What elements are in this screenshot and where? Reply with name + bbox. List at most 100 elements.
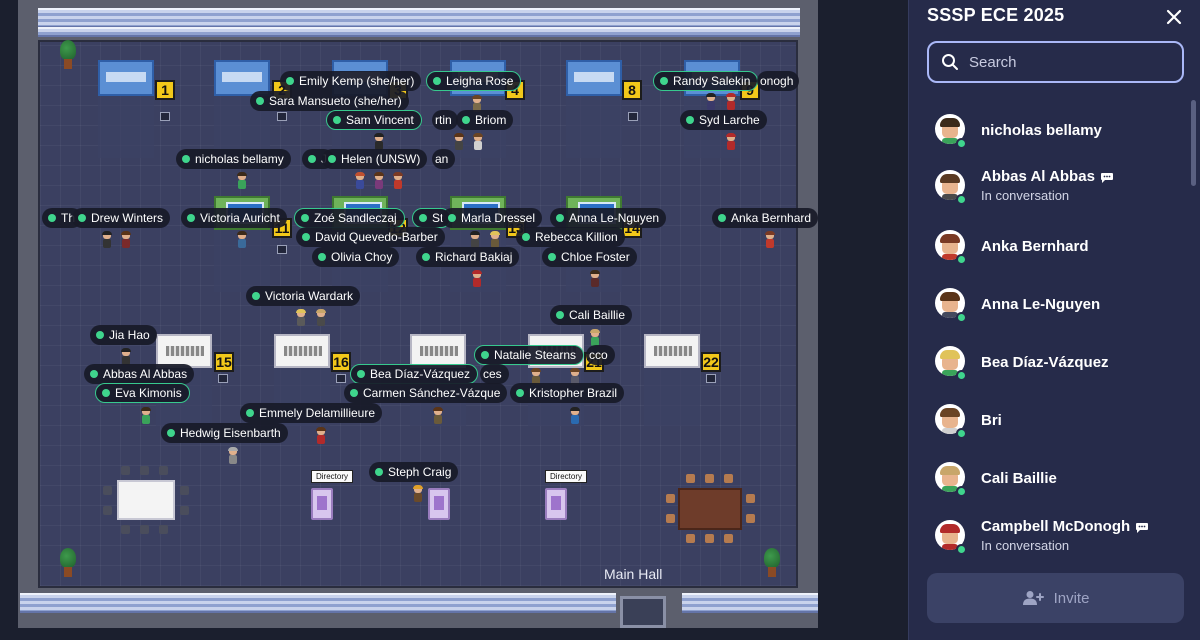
poster-screen[interactable] [566,60,622,96]
participant-row[interactable]: Bea Díaz-Vázquez [927,340,1185,390]
poster-screen[interactable] [214,60,270,96]
user-name-tag[interactable]: Anna Le-Nguyen [550,208,667,228]
main-hall-door[interactable] [620,596,666,628]
user-name-tag[interactable]: Kristopher Brazil [510,383,625,403]
user-name-tag[interactable]: Syd Larche [680,110,767,130]
user-name-tag[interactable]: Abbas Al Abbas [84,364,195,384]
poster-board[interactable] [644,334,700,368]
avatar[interactable] [470,231,480,248]
avatar[interactable] [374,133,384,150]
avatar[interactable] [765,231,775,248]
poster-board[interactable] [410,334,466,368]
user-name-tag[interactable]: nicholas bellamy [176,149,291,169]
user-name-tag[interactable]: Helen (UNSW) [322,149,428,169]
computer-icon[interactable] [336,374,346,383]
directory-kiosk[interactable] [311,488,333,520]
avatar[interactable] [102,231,112,248]
poster-screen[interactable] [98,60,154,96]
participant-row[interactable]: Anka Bernhard [927,224,1185,274]
avatar[interactable] [726,93,736,110]
avatar[interactable] [490,231,500,248]
user-name-tag[interactable]: Emily Kemp (she/her) [280,71,422,91]
user-name-tag[interactable]: Jia Hao [90,325,157,345]
avatar[interactable] [374,172,384,189]
poster-board[interactable] [156,334,212,368]
avatar[interactable] [316,427,326,444]
user-name-tag[interactable]: Sara Mansueto (she/her) [250,91,409,111]
avatar[interactable] [237,231,247,248]
user-name-tag[interactable]: Briom [456,110,514,130]
user-name-tag[interactable]: Randy Salekin [653,71,759,91]
user-name-tag-partial[interactable]: ces [480,364,509,384]
user-name-tag[interactable]: Natalie Stearns [474,345,585,365]
user-name-tag[interactable]: Victoria Wardark [246,286,361,306]
avatar[interactable] [590,329,600,346]
avatar[interactable] [570,407,580,424]
user-name-tag[interactable]: Leigha Rose [426,71,522,91]
computer-icon[interactable] [277,112,287,121]
meeting-table[interactable] [678,488,742,530]
participant-row[interactable]: Cali Baillie [927,456,1185,506]
participant-row[interactable]: Anna Le-Nguyen [927,282,1185,332]
user-name-tag-partial[interactable]: an [432,149,456,169]
user-name-tag[interactable]: Zoé Sandleczaj [294,208,405,228]
directory-kiosk[interactable] [545,488,567,520]
avatar[interactable] [413,485,423,502]
scrollbar[interactable] [1191,100,1196,186]
avatar[interactable] [531,368,541,385]
participant-row[interactable]: Bri [927,398,1185,448]
participant-row[interactable]: nicholas bellamy [927,108,1185,158]
avatar[interactable] [228,447,238,464]
avatar[interactable] [237,172,247,189]
user-name-tag[interactable]: Emmely Delamillieure [240,403,383,423]
user-name-tag[interactable]: Marla Dressel [442,208,543,228]
user-name-tag[interactable]: Carmen Sánchez-Vázque [344,383,508,403]
computer-icon[interactable] [628,112,638,121]
avatar[interactable] [141,407,151,424]
avatar[interactable] [316,309,326,326]
user-name-tag[interactable]: Bea Díaz-Vázquez [350,364,479,384]
user-name-tag[interactable]: Rebecca Killion [516,227,625,247]
user-name-tag[interactable]: Drew Winters [72,208,171,228]
avatar[interactable] [355,172,365,189]
avatar[interactable] [726,133,736,150]
virtual-space-map[interactable]: Main Hall 1 2 3 4 8 9 11 12 13 14 15 16 [0,0,908,640]
search-box[interactable] [927,41,1184,83]
poster-board[interactable] [274,334,330,368]
avatar[interactable] [706,93,716,110]
computer-icon[interactable] [277,245,287,254]
avatar[interactable] [570,368,580,385]
avatar[interactable] [393,172,403,189]
avatar[interactable] [433,407,443,424]
user-name-tag[interactable]: Victoria Auricht [181,208,287,228]
avatar[interactable] [472,270,482,287]
avatar[interactable] [472,95,482,112]
avatar[interactable] [121,348,131,365]
avatar[interactable] [473,133,483,150]
user-name-tag-partial[interactable]: onogh [757,71,800,91]
computer-icon[interactable] [706,374,716,383]
user-name-tag[interactable]: Cali Baillie [550,305,633,325]
user-name-tag[interactable]: Olivia Choy [312,247,400,267]
avatar[interactable] [590,270,600,287]
user-name-tag[interactable]: Hedwig Eisenbarth [161,423,288,443]
user-name-tag-partial[interactable]: cco [586,345,615,365]
meeting-table[interactable] [117,480,175,520]
computer-icon[interactable] [218,374,228,383]
user-name-tag-partial[interactable]: rtin [432,110,458,130]
computer-icon[interactable] [160,112,170,121]
user-name-tag[interactable]: Eva Kimonis [95,383,190,403]
user-name-tag[interactable]: Sam Vincent [326,110,422,130]
user-name-tag[interactable]: Steph Craig [369,462,459,482]
directory-kiosk[interactable] [428,488,450,520]
user-name-tag[interactable]: David Quevedo-Barber [296,227,445,247]
close-icon[interactable] [1163,6,1185,28]
user-name-tag[interactable]: Richard Bakiaj [416,247,520,267]
invite-button[interactable]: Invite [927,573,1184,623]
user-name-tag[interactable]: Chloe Foster [542,247,637,267]
avatar[interactable] [454,133,464,150]
avatar[interactable] [296,309,306,326]
search-input[interactable] [969,51,1169,73]
